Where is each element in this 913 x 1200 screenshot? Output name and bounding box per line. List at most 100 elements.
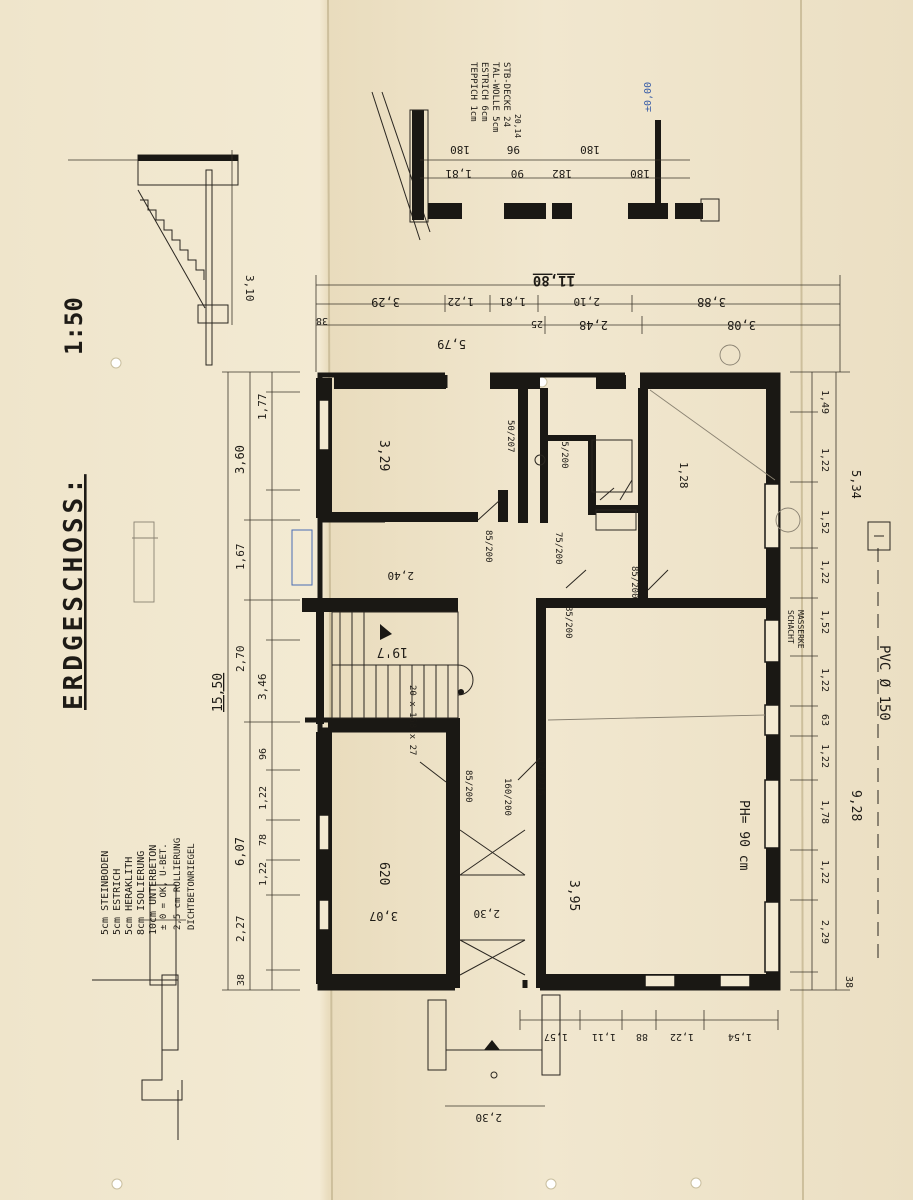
right-dim: 1,22 <box>819 448 830 472</box>
door-label: 170/215 <box>535 758 545 796</box>
ceiling-layers: TEPPICH 1cm ESTRICH 6cm TAL-WOLLE 5cm ST… <box>468 62 522 138</box>
room-dim: 2,30 <box>474 907 501 920</box>
right-dim: 63 <box>819 714 830 726</box>
bathroom-fixtures <box>534 439 637 531</box>
windows <box>318 399 780 988</box>
overall-width-dim: 11,80 <box>533 272 575 288</box>
layer-label: TEPPICH 1cm <box>468 62 478 122</box>
pipe-label: PVC Ø 150 <box>876 645 892 721</box>
left-dim: 1,67 <box>234 544 247 571</box>
door-label: 85/200 <box>563 606 573 639</box>
right-overall-dim: 9,28 <box>848 790 863 821</box>
top-dim: 1,22 <box>448 295 475 308</box>
stair-section-detail: 3,10 <box>68 150 256 366</box>
plan-title: ERDGESCHOSS: <box>59 474 89 710</box>
section-dim: 182 <box>552 167 572 180</box>
room-dim: 1,28 <box>677 462 690 489</box>
section-dim: 90 <box>511 167 524 180</box>
mid-dim: 25 <box>531 318 543 329</box>
door-label: 85/200 <box>483 530 493 563</box>
top-dim: 38 <box>316 315 328 326</box>
door-label: 75/200 <box>559 436 569 469</box>
room-dim: 19'7 <box>377 644 408 659</box>
left-dim: 3,46 <box>256 674 269 701</box>
ceiling-height-label: PH= 90 cm <box>736 800 751 871</box>
left-dim: 1,22 <box>258 786 269 810</box>
section-dim: 180 <box>630 167 650 180</box>
entrance-porch: 2,30 <box>427 829 561 1124</box>
title-group: ERDGESCHOSS: <box>59 474 89 710</box>
layer-label: 8cm ISOLIERUNG <box>136 851 147 935</box>
wall-label: MASSERKE <box>796 610 805 649</box>
section-dim: 96 <box>507 143 520 156</box>
room-labels: 3,29 620 3,07 3,95 2,30 PH= 90 cm 1,28 2… <box>369 440 751 923</box>
right-dim: 1,78 <box>819 800 830 824</box>
right-dim: 1,22 <box>819 560 830 584</box>
left-dim: 1,22 <box>258 862 269 886</box>
door-label: 75/200 <box>553 532 563 565</box>
right-sub-dim: 5,34 <box>849 470 863 499</box>
room-dim: 2,40 <box>388 569 415 582</box>
right-dim: 1,49 <box>819 390 830 414</box>
right-dim: 1,22 <box>819 744 830 768</box>
overall-length-dim: 15,50 <box>211 673 226 712</box>
top-dim: 2,10 <box>574 295 601 308</box>
left-dim: 96 <box>258 748 269 760</box>
right-dim: 38 <box>843 976 854 988</box>
layer-label: TAL-WOLLE 5cm <box>490 62 500 132</box>
wall-segments <box>302 375 780 988</box>
scale-group: 1:50 <box>60 297 88 355</box>
right-dim: 1,52 <box>819 510 830 534</box>
left-dim: 78 <box>258 834 269 846</box>
door-swings <box>419 487 669 783</box>
room-dim: 3,29 <box>376 440 391 471</box>
porch-dim: 2,30 <box>476 1111 503 1124</box>
right-dimension-chain: 9,28 5,34 1,49 1,22 1,52 1,22 1,52 1,22 … <box>790 371 863 991</box>
stair-label: 20 x 158 x 27 <box>407 685 417 755</box>
bottom-dim: 1,11 <box>592 1031 616 1042</box>
layer-label: 5cm HERAKLITH <box>124 857 135 935</box>
bottom-dim: 1,54 <box>728 1031 752 1042</box>
foundation-label: ± 0 = OK, U-BET. <box>159 843 169 930</box>
room-dim: 3,95 <box>566 880 581 911</box>
layer-label: ESTRICH 6cm <box>479 62 489 122</box>
left-dim: 6,07 <box>233 837 247 866</box>
door-label: 85/200 <box>629 566 639 599</box>
layer-label: STB-DECKE 24 <box>501 62 511 127</box>
mid-dim: 3,08 <box>727 318 756 332</box>
right-dim: 1,22 <box>819 860 830 884</box>
top-dim: 3,88 <box>697 295 726 309</box>
door-label: 85/200 <box>463 770 473 803</box>
staircase: 20 x 158 x 27 19'7 <box>331 611 474 755</box>
foundation-notes: ± 0 = OK, U-BET. 2,5 cm ROLLIERUNG DICHT… <box>159 838 197 930</box>
pipe-annotation: PVC Ø 150 SCHACHT MASSERKE <box>786 521 892 960</box>
punch-holes <box>110 357 703 1190</box>
top-dimension-chain: 11,80 3,29 1,22 1,81 2,10 3,88 38 5,79 2… <box>315 272 841 372</box>
foundation-detail: 5cm STEINBODEN 5cm ESTRICH 5cm HERAKLITH… <box>92 838 197 1140</box>
fold-line <box>800 0 804 1200</box>
layer-label: 10cm UNTERBETON <box>148 845 159 935</box>
left-dimension-chain: 15,50 3,60 6,07 1,67 2,70 2,27 1,77 3,46… <box>211 371 300 991</box>
room-dim: 3,07 <box>369 909 398 923</box>
foundation-label: 2,5 cm ROLLIERUNG <box>173 838 183 930</box>
layer-label: 5cm STEINBODEN <box>100 851 111 935</box>
bottom-dim: 1,22 <box>670 1031 694 1042</box>
section-dim: 180 <box>580 143 600 156</box>
section-dim: 180 <box>450 143 470 156</box>
bottom-dim: 1,57 <box>544 1031 568 1042</box>
top-dim: 1,81 <box>500 295 527 308</box>
foundation-label: DICHTBETONRIEGEL <box>187 843 197 930</box>
left-dim: 38 <box>236 974 247 986</box>
right-dim: 2,29 <box>819 920 830 944</box>
left-dim: 1,77 <box>256 394 269 421</box>
blue-level-note: ±0,00 <box>643 82 654 112</box>
layer-label: 20,14 <box>513 114 522 138</box>
door-label: 50/207 <box>505 420 515 453</box>
bottom-dimension-chain: 1,57 1,11 88 1,22 1,54 <box>519 1010 779 1042</box>
layer-label: 5cm ESTRICH <box>112 869 123 935</box>
section-dim: 1,81 <box>446 167 473 180</box>
left-dim: 2,27 <box>234 916 247 943</box>
shaft-label: SCHACHT <box>786 610 795 644</box>
